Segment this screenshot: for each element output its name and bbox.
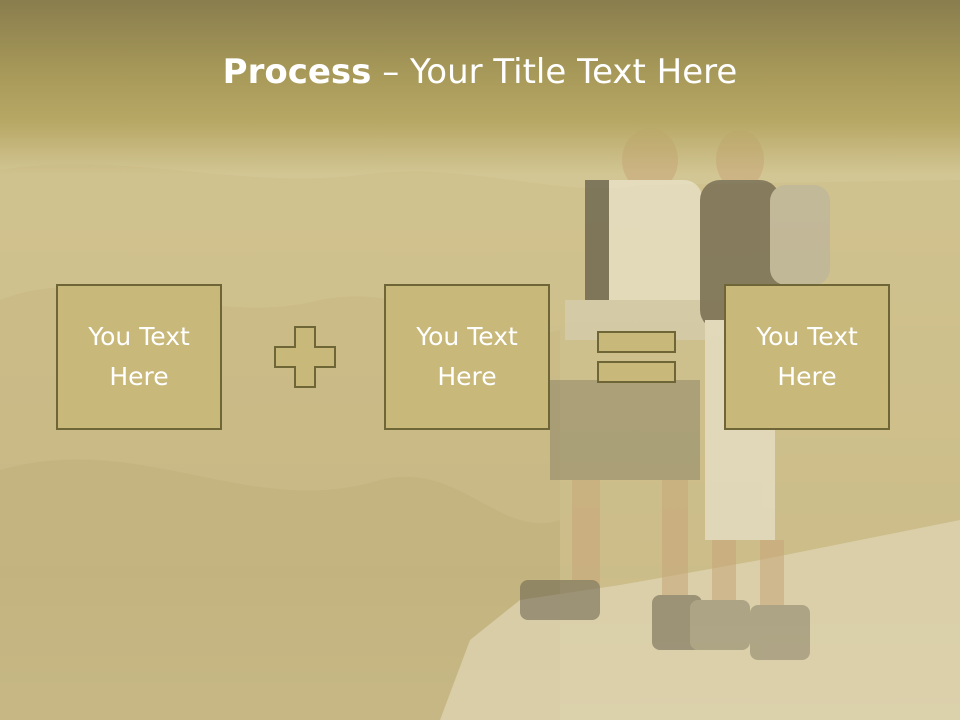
box-1-line-2: Here [109, 362, 169, 391]
plus-icon [274, 326, 336, 388]
box-2-line-1: You Text [416, 322, 518, 351]
equals-icon [597, 331, 676, 383]
header-band [0, 0, 960, 175]
process-box-1[interactable]: You Text Here [56, 284, 222, 430]
process-box-3[interactable]: You Text Here [724, 284, 890, 430]
process-box-2[interactable]: You Text Here [384, 284, 550, 430]
box-3-line-1: You Text [756, 322, 858, 351]
box-2-line-2: Here [437, 362, 497, 391]
box-1-line-1: You Text [88, 322, 190, 351]
title-rest: Your Title Text Here [410, 52, 738, 92]
slide-title[interactable]: Process – Your Title Text Here [0, 52, 960, 92]
title-bold: Process [222, 52, 372, 92]
box-3-line-2: Here [777, 362, 837, 391]
title-separator: – [371, 52, 411, 92]
